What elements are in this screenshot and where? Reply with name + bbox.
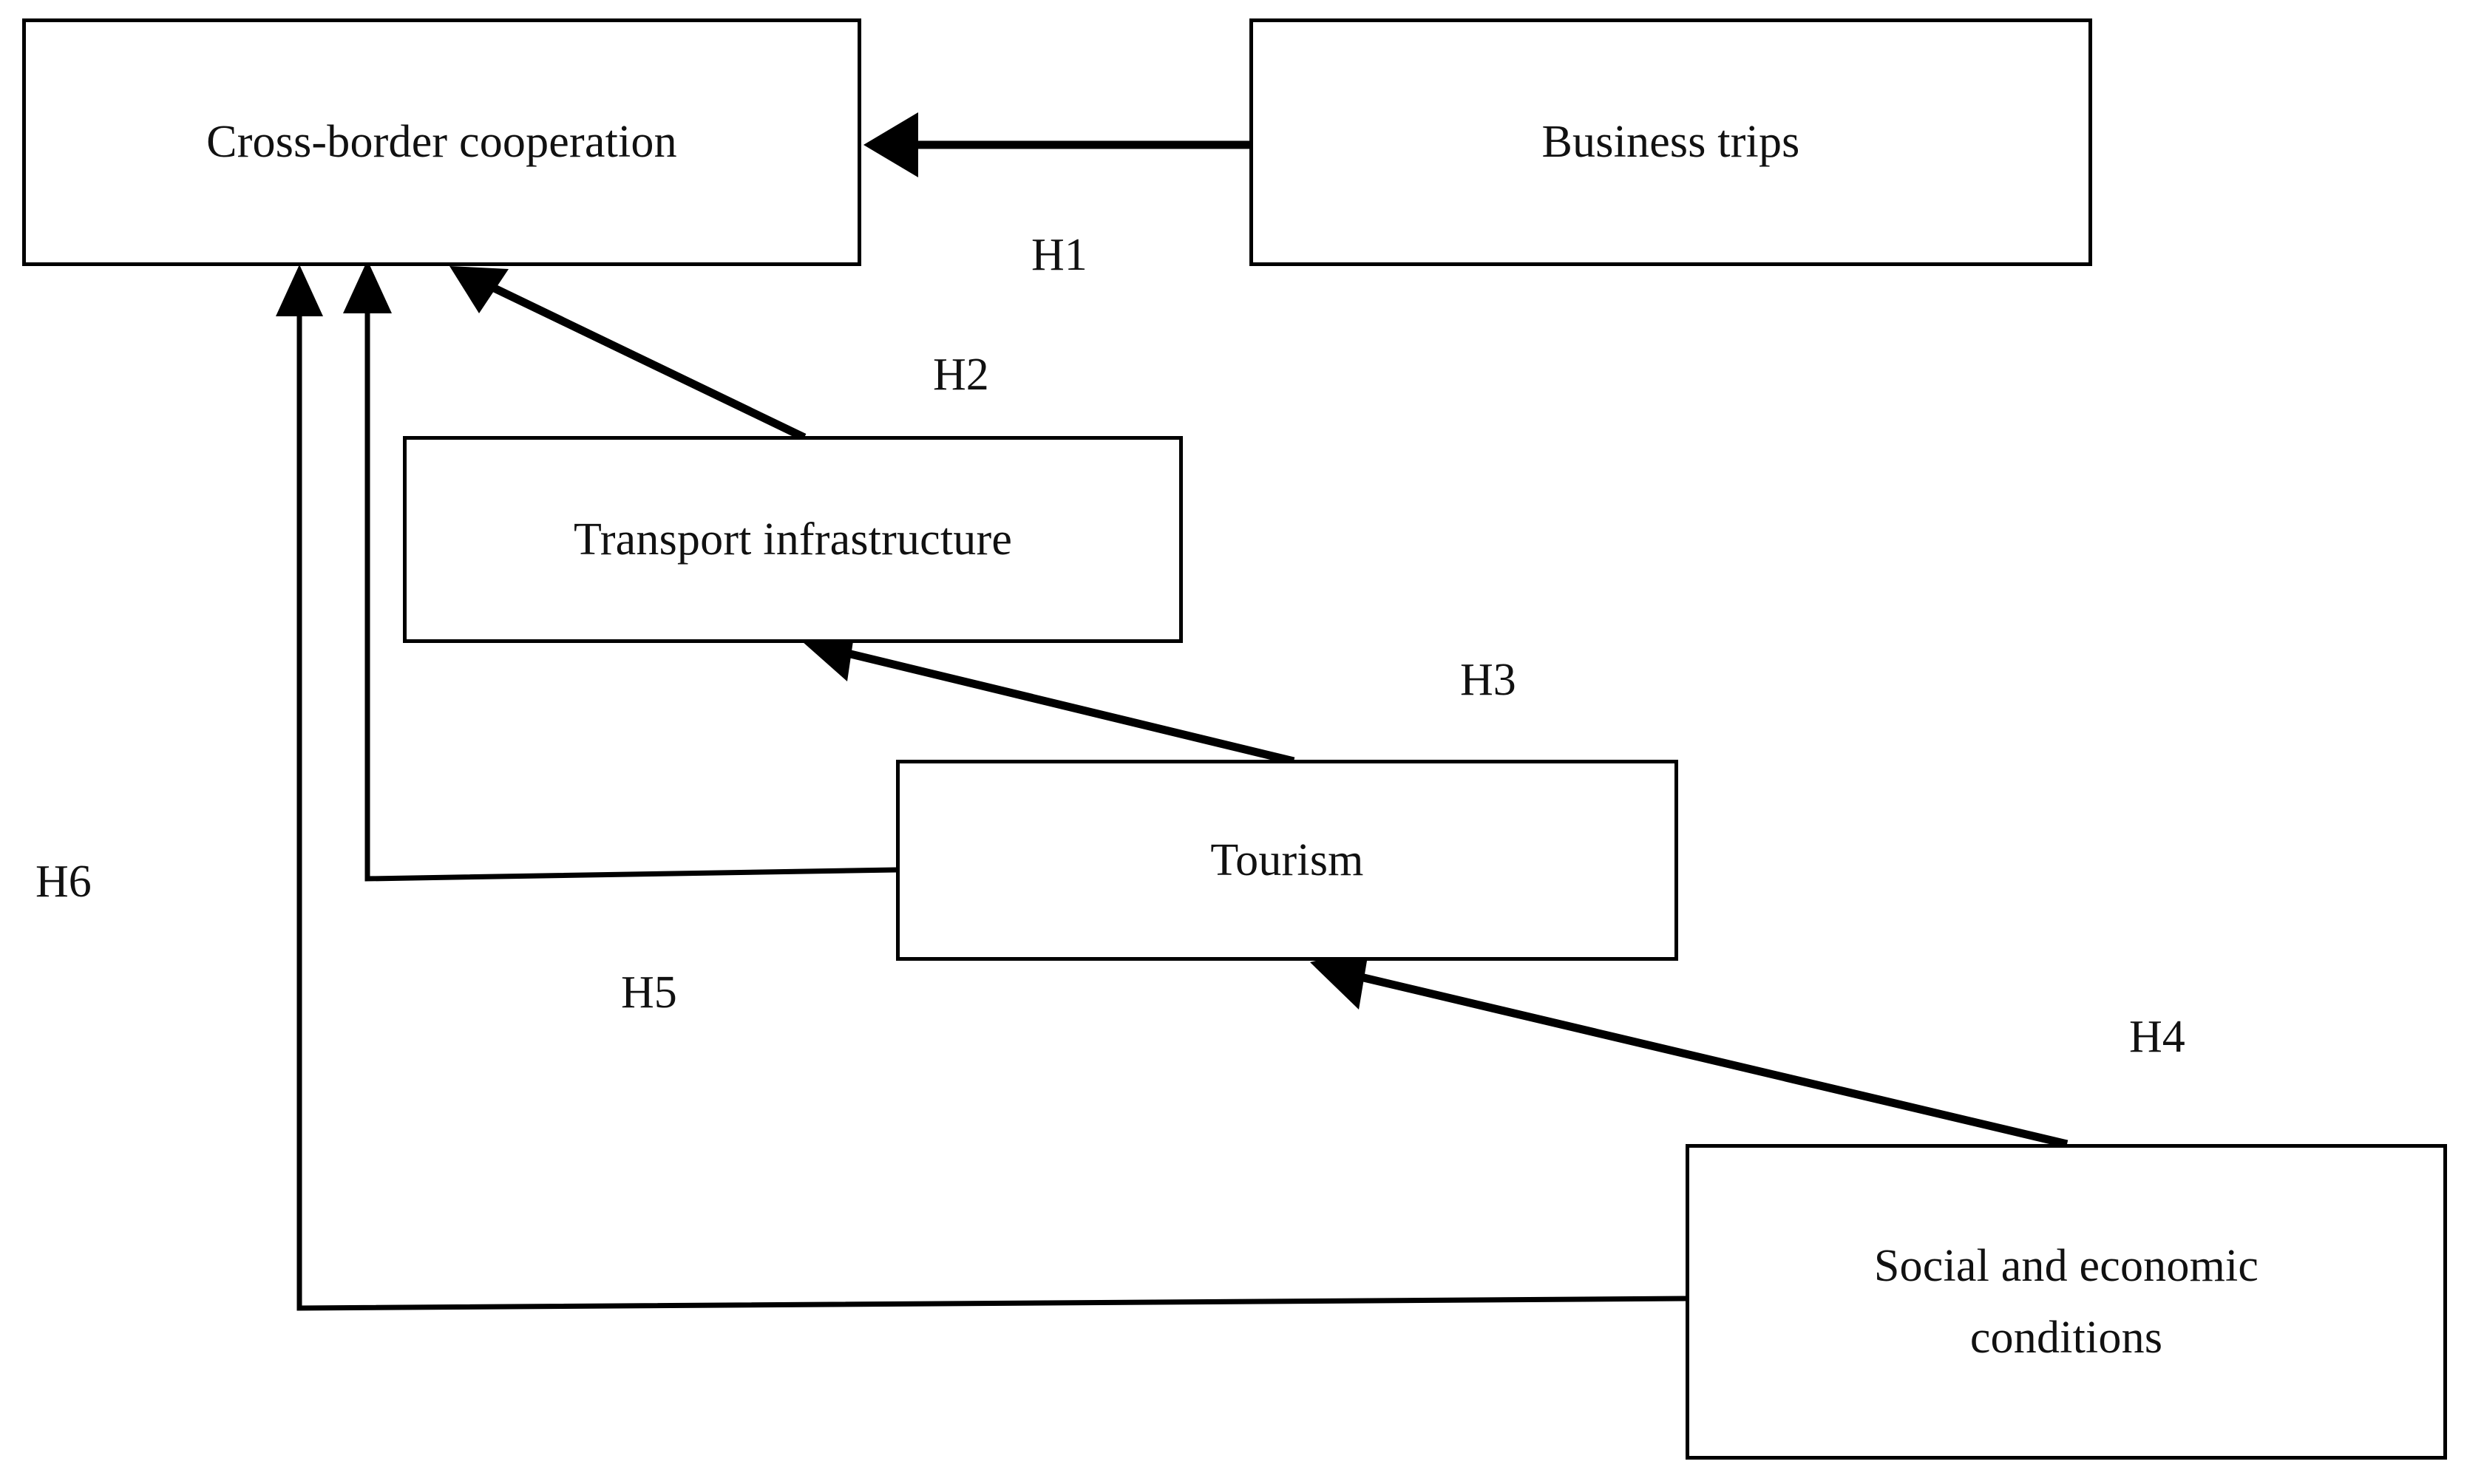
- node-transport-infrastructure[interactable]: Transport infrastructure: [403, 436, 1183, 643]
- node-label-transport-infrastructure: Transport infrastructure: [573, 514, 1013, 565]
- node-label-cross-border-cooperation: Cross-border cooperation: [206, 117, 677, 168]
- edge-label-h2: H2: [933, 350, 989, 400]
- node-tourism[interactable]: Tourism: [896, 760, 1678, 961]
- edge-label-h4: H4: [2129, 1012, 2185, 1062]
- edge-label-h6: H6: [35, 857, 92, 907]
- edge-label-h5: H5: [621, 967, 677, 1018]
- node-label-social-and-economic-conditions: Social and economic conditions: [1873, 1241, 2259, 1363]
- edge-h1: [863, 112, 1251, 177]
- edge-h4: [1310, 947, 2069, 1148]
- edge-label-h1: H1: [1031, 230, 1087, 280]
- node-label-business-trips: Business trips: [1541, 117, 1800, 168]
- node-cross-border-cooperation[interactable]: Cross-border cooperation: [22, 18, 861, 266]
- edge-h2: [449, 266, 807, 441]
- node-social-and-economic-conditions[interactable]: Social and economic conditions: [1686, 1144, 2447, 1460]
- node-business-trips[interactable]: Business trips: [1249, 18, 2092, 266]
- node-label-tourism: Tourism: [1210, 834, 1364, 885]
- edge-label-h3: H3: [1460, 655, 1516, 705]
